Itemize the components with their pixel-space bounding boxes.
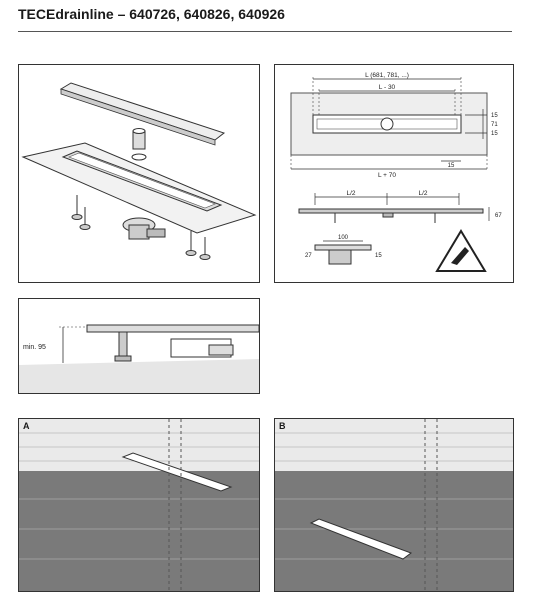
section-view-panel: min. 95 xyxy=(18,298,260,394)
dimension-drawing-panel: L (681, 781, ...) L - 30 L + 70 15 15 71… xyxy=(274,64,514,283)
scene-a-panel: A xyxy=(18,418,260,592)
dim-half-left: L/2 xyxy=(346,190,355,197)
dimension-drawing: L (681, 781, ...) L - 30 L + 70 15 15 71… xyxy=(290,72,502,272)
dim-71: 71 xyxy=(491,122,498,128)
scene-a-label: A xyxy=(23,421,30,431)
page-title: TECEdrainline – 640726, 640826, 640926 xyxy=(18,6,285,22)
dim-l-minus: L - 30 xyxy=(379,84,396,91)
dim-15-top: 15 xyxy=(491,113,498,119)
scene-a-drawing xyxy=(19,419,259,591)
scene-b-label: B xyxy=(279,421,286,431)
scene-b-drawing xyxy=(275,419,513,591)
min-height-label: min. 95 xyxy=(23,344,46,351)
exploded-view-panel xyxy=(18,64,260,283)
exploded-view-drawing xyxy=(21,82,257,260)
dim-27: 27 xyxy=(305,253,312,259)
scene-b-panel: B xyxy=(274,418,514,592)
dim-15-mid: 15 xyxy=(491,131,498,137)
cut-hazard-icon xyxy=(451,247,469,265)
dim-l-plus: L + 70 xyxy=(378,172,396,179)
dim-67: 67 xyxy=(495,213,502,219)
title-divider xyxy=(18,31,512,32)
dim-15-drain: 15 xyxy=(375,253,382,259)
dim-15-bottom: 15 xyxy=(448,163,455,169)
dim-half-right: L/2 xyxy=(418,190,427,197)
dim-length: L (681, 781, ...) xyxy=(365,72,409,79)
section-view-drawing: min. 95 xyxy=(19,324,259,393)
dim-100: 100 xyxy=(338,235,349,241)
